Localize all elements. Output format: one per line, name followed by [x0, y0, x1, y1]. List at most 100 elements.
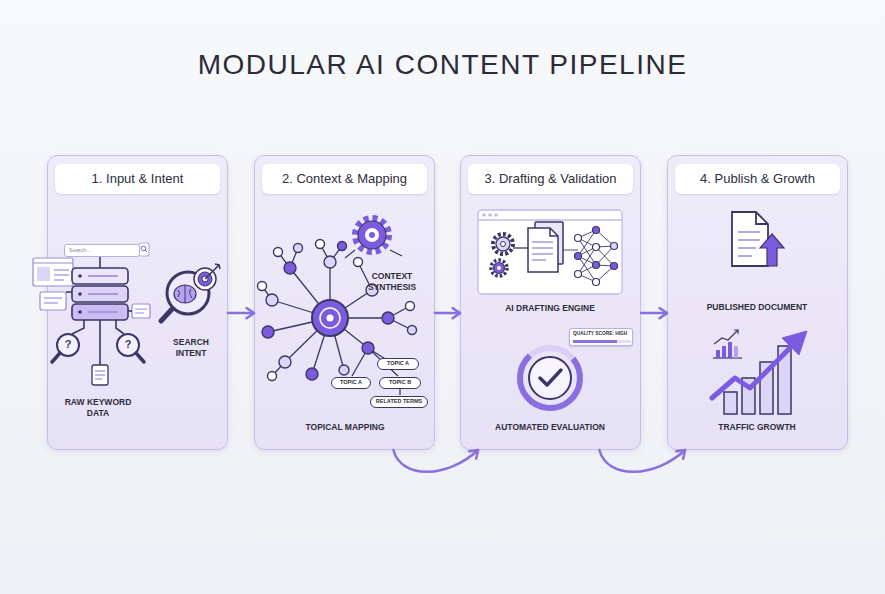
stage-heading: 1. Input & Intent [55, 164, 220, 194]
topic-graph-nodes [406, 302, 415, 311]
quality-badge: QUALITY SCORE: HIGH [569, 328, 633, 346]
drafting-window [478, 219, 622, 220]
server-stack [78, 310, 82, 314]
stage-heading: 2. Context & Mapping [262, 164, 427, 194]
stage-heading: 4. Publish & Growth [675, 164, 840, 194]
draft-document [528, 228, 558, 272]
topic-graph-nodes [266, 294, 278, 306]
draft-document [532, 253, 553, 254]
topic-graph-nodes [306, 368, 318, 380]
node-text: TOPIC B [389, 380, 411, 386]
server-stack [72, 286, 128, 302]
window-icon [141, 246, 146, 251]
node-text: TOPIC A [387, 361, 409, 367]
server-stack [88, 275, 118, 277]
drafting-gears [501, 242, 506, 247]
drafting-window [482, 213, 486, 217]
neural-network [593, 244, 600, 251]
arrow-head [247, 308, 254, 318]
neural-network [593, 262, 600, 269]
server-stack [72, 304, 128, 320]
topic-graph-nodes [294, 244, 303, 253]
topic-graph-nodes [262, 326, 274, 338]
arrow-head [469, 450, 478, 459]
topic-graph-nodes [268, 372, 277, 381]
flow-arrow [393, 450, 478, 472]
drafting-gears [493, 234, 513, 254]
topic-graph-nodes [284, 262, 296, 274]
question-magnifier [95, 378, 102, 379]
neural-network [575, 235, 582, 242]
window-icon [54, 279, 64, 281]
published-document [738, 247, 756, 249]
node-text: Search... [69, 248, 91, 254]
topic-chip: TOPIC B [379, 377, 421, 389]
neural-network [593, 227, 600, 234]
drafting-gears [491, 234, 528, 276]
topic-graph-nodes [338, 242, 347, 251]
server-stack [78, 292, 82, 296]
arrow-head [453, 308, 460, 318]
server-stack [72, 268, 128, 284]
flow-arrow-line [228, 312, 254, 315]
window-icon [33, 262, 73, 263]
topic-graph-nodes [274, 248, 283, 257]
neural-network [563, 250, 578, 251]
drafting-window [488, 213, 492, 217]
flow-arrow [641, 308, 667, 318]
topic-graph-nodes [382, 312, 394, 324]
topic-chip: TOPIC A [377, 358, 419, 370]
topic-graph-nodes [258, 282, 267, 291]
topic-graph-links [399, 388, 400, 395]
search-intent-icon [174, 285, 196, 303]
topic-graph-nodes [339, 365, 349, 375]
drafting-gears [496, 237, 510, 251]
drafting-gears [491, 260, 507, 276]
context-gear [365, 228, 379, 242]
neural-network [593, 279, 600, 286]
published-document [732, 212, 768, 266]
icon-caption: RAW KEYWORD DATA [62, 397, 134, 420]
flow-arrow [435, 308, 460, 318]
drafting-window [478, 210, 622, 294]
neural-network [575, 271, 582, 278]
topic-graph-nodes [320, 308, 340, 328]
topic-graph-nodes [316, 240, 325, 249]
question-magnifier [95, 374, 105, 375]
search-intent-icon [167, 272, 209, 314]
window-icon [54, 274, 69, 276]
diagram-title: MODULAR AI CONTENT PIPELINE [0, 48, 885, 82]
window-icon [132, 304, 150, 318]
drafting-gears [497, 266, 501, 270]
icon-caption: SEARCH INTENT [165, 337, 217, 360]
flow-arrow [599, 450, 685, 472]
flow-arrow [228, 308, 254, 318]
published-document [738, 239, 760, 241]
growth-chart [722, 346, 726, 358]
window-icon [33, 258, 73, 286]
flow-arrow-line [641, 312, 667, 315]
draft-document [550, 228, 558, 236]
icon-caption: TOPICAL MAPPING [285, 422, 405, 433]
topic-graph-nodes [408, 326, 417, 335]
topic-graph-nodes [354, 258, 363, 267]
icon-caption: TRAFFIC GROWTH [697, 422, 817, 433]
growth-chart [734, 346, 738, 358]
server-stack [88, 293, 118, 295]
flow-arrow-line [435, 312, 460, 315]
neural-network [563, 227, 618, 286]
question-magnifier [95, 370, 105, 371]
flow-arrow-line [599, 450, 685, 472]
draft-document [532, 259, 546, 260]
server-stack [78, 274, 82, 278]
neural-network [578, 230, 614, 282]
window-icon [145, 250, 147, 252]
draft-document [532, 241, 553, 242]
topic-graph-nodes [279, 356, 291, 368]
draft-document [528, 222, 563, 272]
window-icon [54, 269, 69, 271]
node-text: RELATED TERMS [376, 399, 422, 405]
question-magnifier [92, 365, 108, 385]
icon-caption: AUTOMATED EVALUATION [480, 422, 620, 433]
